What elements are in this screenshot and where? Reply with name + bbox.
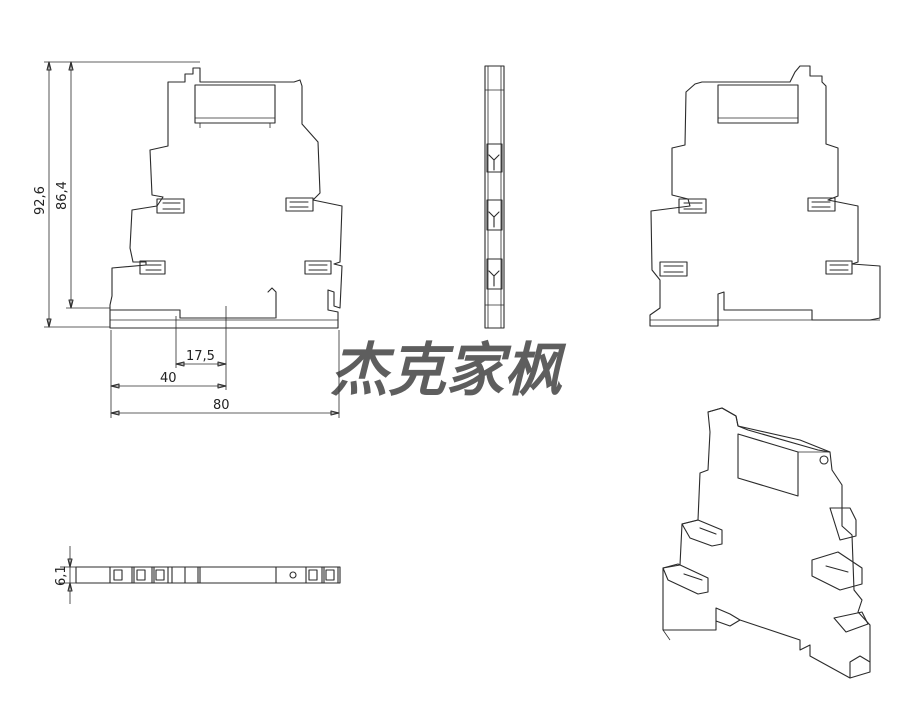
isometric-view xyxy=(662,407,871,679)
dim-offset-mid: 40 xyxy=(160,371,177,386)
side-view xyxy=(484,65,505,329)
dim-offset-small: 17,5 xyxy=(186,349,215,364)
dim-body-height: 86,4 xyxy=(55,181,70,210)
top-view: 6,1 xyxy=(54,546,341,604)
front-dimensions: 92,6 86,4 17,5 40 80 xyxy=(33,61,340,418)
watermark-text: 杰克家枫 xyxy=(330,336,567,404)
front-view xyxy=(109,67,343,329)
dim-total-width: 80 xyxy=(213,398,230,413)
dim-thickness: 6,1 xyxy=(54,565,69,586)
dim-total-height: 92,6 xyxy=(33,186,48,215)
rear-view xyxy=(649,65,881,327)
